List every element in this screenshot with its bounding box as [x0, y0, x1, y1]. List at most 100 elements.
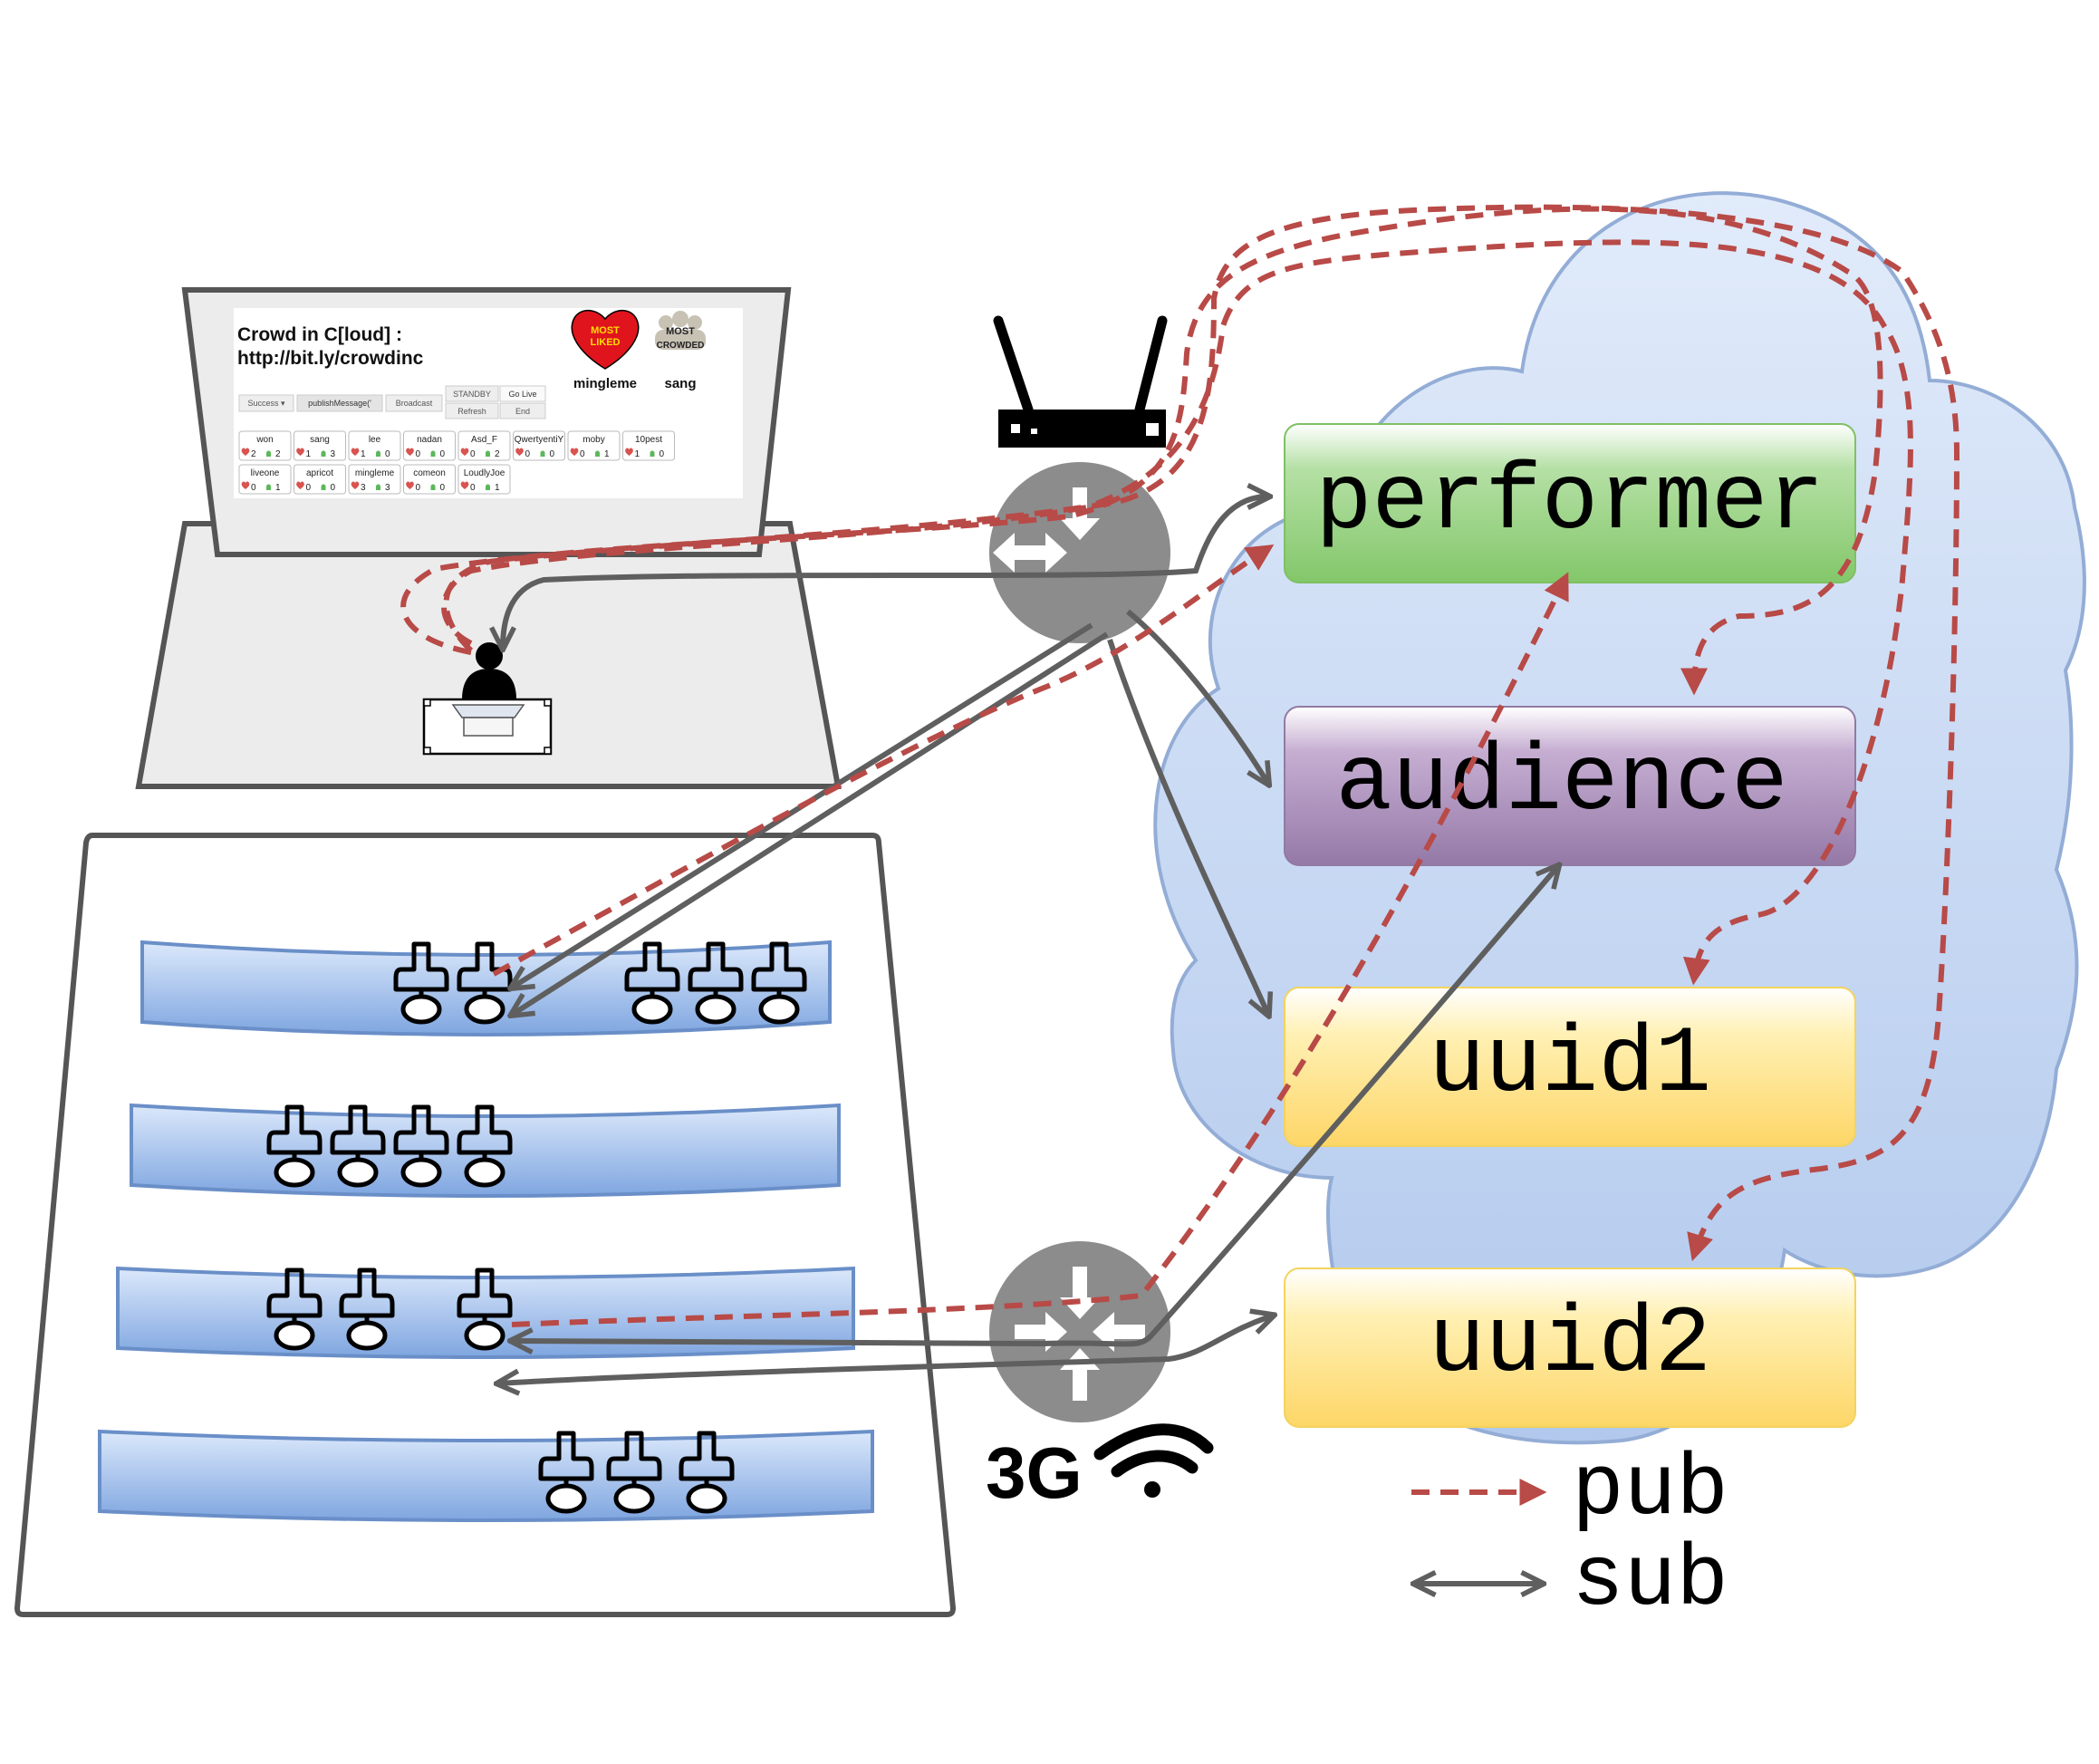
crowd-icon — [321, 450, 326, 457]
crowd-icon — [486, 484, 490, 490]
refresh-button[interactable] — [445, 402, 499, 419]
performer-person-icon — [422, 642, 553, 756]
heart-icon — [406, 481, 414, 489]
user-tile-name: sang — [310, 435, 330, 445]
heart-icon — [406, 448, 414, 456]
user-tile-crowd: 0 — [440, 449, 446, 459]
most-crowded-user: sang — [664, 376, 696, 391]
svg-text:MOST: MOST — [591, 325, 620, 336]
heart-icon — [460, 448, 469, 456]
user-tile-name: lee — [369, 435, 381, 445]
publish-message-button[interactable] — [296, 394, 383, 412]
crowd-icon — [540, 450, 545, 457]
laptop-screen: Crowd in C[loud] : http://bit.ly/crowdin… — [234, 308, 743, 498]
user-tile-likes: 0 — [470, 449, 476, 459]
audience-member-icon — [339, 1268, 395, 1351]
channel-performer: performer — [1284, 423, 1856, 583]
user-tile-crowd: 1 — [275, 483, 281, 493]
crowd-icon — [650, 450, 655, 457]
heart-icon — [241, 481, 250, 489]
heart-icon — [570, 448, 579, 456]
user-tile-name: QwertyentiY — [515, 435, 564, 445]
user-tile-crowd: 3 — [385, 483, 390, 493]
crowd-icon — [655, 311, 706, 350]
svg-text:LIKED: LIKED — [591, 337, 621, 348]
svg-text:Go Live: Go Live — [508, 390, 536, 399]
user-tile-likes: 0 — [306, 483, 312, 493]
user-tile-crowd: 1 — [604, 449, 610, 459]
svg-text:CROWDED: CROWDED — [657, 341, 705, 351]
user-tile-likes: 1 — [306, 449, 312, 459]
audience-member-icon — [330, 1104, 386, 1188]
success-button[interactable] — [238, 394, 294, 412]
user-tile-crowd: 2 — [275, 449, 281, 459]
user-tile[interactable]: mingleme 3 3 — [348, 464, 401, 495]
heart-icon — [571, 310, 640, 370]
screen-button-bar: Success ▾ publishMessage(' Broadcast STA… — [238, 385, 546, 419]
wifi-router-icon — [993, 315, 1168, 448]
user-tile-name: comeon — [413, 468, 446, 478]
crowd-icon — [376, 484, 380, 490]
channel-uuid2: uuid2 — [1284, 1268, 1856, 1428]
crowd-icon — [430, 450, 436, 457]
heart-icon — [296, 448, 304, 456]
crowd-icon — [376, 450, 380, 457]
user-tile-likes: 1 — [361, 449, 366, 459]
standby-button[interactable] — [445, 385, 499, 402]
heart-icon — [515, 448, 524, 456]
heart-icon — [296, 481, 304, 489]
crowd-icon — [321, 484, 326, 490]
seat-row — [130, 1103, 841, 1198]
user-tile-name: LoudlyJoe — [464, 468, 505, 478]
user-tile-crowd: 0 — [660, 449, 665, 459]
audience-member-icon — [606, 1431, 662, 1514]
user-tile-crowd: 0 — [385, 449, 390, 459]
audience-member-icon — [266, 1268, 323, 1351]
user-tile-likes: 0 — [470, 483, 476, 493]
user-tile-crowd: 2 — [495, 449, 500, 459]
user-tile-name: moby — [583, 435, 604, 445]
wifi-signal-icon — [1093, 1423, 1214, 1498]
pub-arrows — [400, 204, 1960, 1327]
user-tile-likes: 0 — [251, 483, 256, 493]
user-tile-name: mingleme — [355, 468, 395, 478]
router-icon — [989, 462, 1170, 643]
crowd-icon — [486, 450, 490, 457]
legend-pub-label: pub — [1572, 1441, 1728, 1539]
go-live-button[interactable] — [499, 385, 546, 402]
svg-text:publishMessage(': publishMessage(' — [308, 399, 371, 408]
most-liked-user: mingleme — [573, 376, 637, 391]
end-button[interactable] — [499, 402, 546, 419]
heart-icon — [351, 481, 360, 489]
legend: pub sub — [1411, 1441, 1728, 1630]
broadcast-button[interactable] — [385, 394, 443, 412]
most-liked-badge: MOST LIKED mingleme — [571, 310, 640, 391]
user-tile-crowd: 0 — [550, 449, 555, 459]
svg-text:MOST: MOST — [666, 326, 695, 337]
seat-row — [98, 1429, 874, 1522]
svg-text:Broadcast: Broadcast — [396, 399, 433, 408]
user-tile-likes: 2 — [251, 449, 256, 459]
svg-text:Success ▾: Success ▾ — [247, 399, 285, 408]
user-tile-crowd: 0 — [440, 483, 446, 493]
screen-url: http://bit.ly/crowdinc — [237, 348, 424, 369]
svg-text:STANDBY: STANDBY — [453, 390, 491, 399]
person-icon — [476, 642, 503, 670]
heart-icon — [625, 448, 633, 456]
user-tile-likes: 3 — [361, 483, 366, 493]
audience-member-icon — [393, 1104, 449, 1188]
user-tile-likes: 1 — [635, 449, 640, 459]
